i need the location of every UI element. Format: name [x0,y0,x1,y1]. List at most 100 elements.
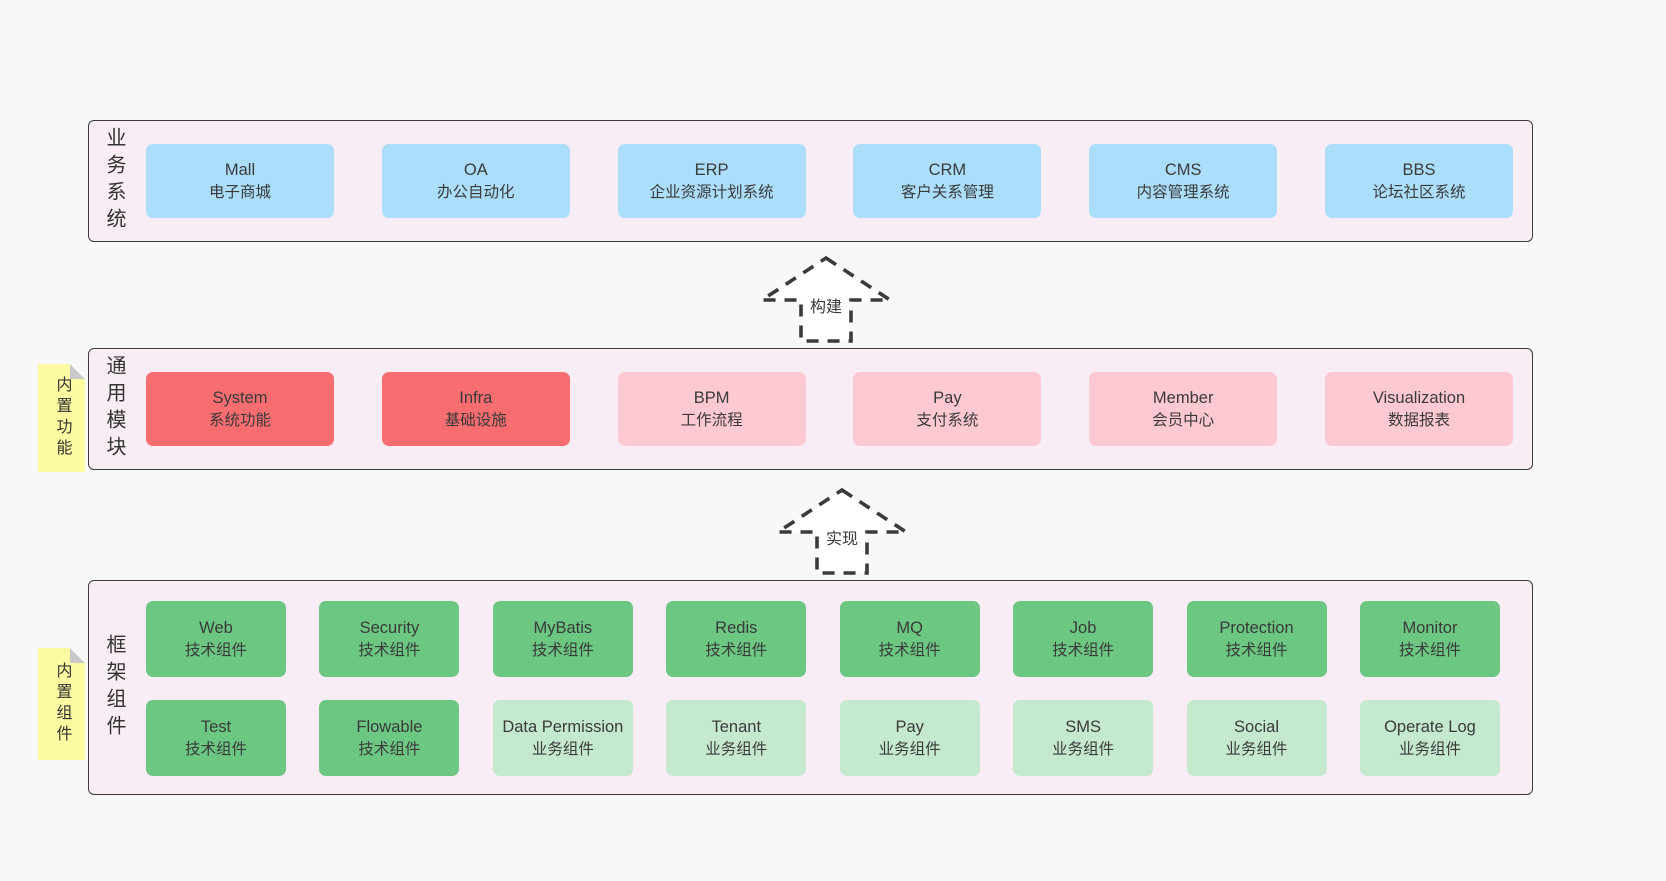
business-systems-row: Mall 电子商城 OA 办公自动化 ERP 企业资源计划系统 CRM 客户关系… [146,121,1513,241]
box-cms: CMS 内容管理系统 [1089,144,1278,218]
box-crm-name: CRM [928,160,967,179]
framework-components-row-1: Web 技术组件 Security 技术组件 MyBatis 技术组件 Redi… [146,601,1500,677]
box-oa: OA 办公自动化 [381,144,570,218]
box-bbs-desc: 论坛社区系统 [1372,183,1466,201]
common-modules-side-label: 通用模块 [103,355,125,463]
box-data-permission: Data Permission 业务组件 [492,700,633,776]
box-mall-desc: 电子商城 [208,183,271,201]
box-test-name: Test [200,717,232,736]
box-mall-name: Mall [224,160,256,179]
box-protection-desc: 技术组件 [1225,641,1288,659]
box-mq-desc: 技术组件 [878,641,941,659]
box-tenant-name: Tenant [711,717,762,736]
box-job-desc: 技术组件 [1052,641,1115,659]
box-erp-desc: 企业资源计划系统 [649,183,774,201]
common-modules-panel: 通用模块 System 系统功能 Infra 基础设施 BPM 工作流程 Pay… [88,348,1533,470]
box-sms-name: SMS [1065,717,1101,736]
box-monitor-name: Monitor [1402,618,1458,637]
business-systems-side-label: 业务系统 [103,127,125,235]
box-visualization-name: Visualization [1372,388,1466,407]
box-infra-desc: 基础设施 [444,411,507,429]
box-oa-desc: 办公自动化 [437,183,515,201]
box-redis-name: Redis [715,618,758,637]
box-security-name: Security [359,618,420,637]
implement-arrow: 实现 [771,487,913,577]
sticky-fold-corner-icon [70,364,85,379]
box-bbs-name: BBS [1402,160,1436,179]
box-pay-module-desc: 支付系统 [916,411,979,429]
builtin-components-sticky: 内置组件 [38,648,85,760]
box-cms-name: CMS [1164,160,1202,179]
box-mybatis: MyBatis 技术组件 [492,601,633,677]
framework-components-row-2: Test 技术组件 Flowable 技术组件 Data Permission … [146,700,1500,776]
box-pay-module: Pay 支付系统 [853,372,1042,446]
box-social: Social 业务组件 [1186,700,1327,776]
box-redis-desc: 技术组件 [705,641,768,659]
box-pay-component-desc: 业务组件 [878,740,941,758]
box-social-name: Social [1234,717,1279,736]
box-visualization-desc: 数据报表 [1387,411,1450,429]
box-infra: Infra 基础设施 [381,372,570,446]
framework-components-panel: 框架组件 Web 技术组件 Security 技术组件 MyBatis 技术组件… [88,580,1533,795]
box-job-name: Job [1069,618,1097,637]
build-arrow-label: 构建 [806,292,846,318]
box-job: Job 技术组件 [1013,601,1154,677]
box-test-desc: 技术组件 [184,740,247,758]
box-social-desc: 业务组件 [1225,740,1288,758]
box-flowable-desc: 技术组件 [358,740,421,758]
box-security: Security 技术组件 [319,601,460,677]
box-crm-desc: 客户关系管理 [900,183,994,201]
box-flowable: Flowable 技术组件 [319,700,460,776]
box-erp: ERP 企业资源计划系统 [617,144,806,218]
box-member-desc: 会员中心 [1152,411,1215,429]
box-test: Test 技术组件 [146,700,286,776]
box-pay-component-name: Pay [895,717,924,736]
box-bbs: BBS 论坛社区系统 [1324,144,1513,218]
box-bpm: BPM 工作流程 [617,372,806,446]
builtin-features-sticky-label: 内置功能 [53,376,71,460]
box-web-name: Web [199,618,233,637]
box-protection-name: Protection [1219,618,1294,637]
box-infra-name: Infra [459,388,493,407]
box-data-permission-desc: 业务组件 [531,740,594,758]
box-security-desc: 技术组件 [358,641,421,659]
box-system-name: System [212,388,268,407]
build-arrow: 构建 [755,255,897,345]
box-tenant-desc: 业务组件 [705,740,768,758]
box-system: System 系统功能 [146,372,334,446]
common-modules-row: System 系统功能 Infra 基础设施 BPM 工作流程 Pay 支付系统… [146,349,1513,469]
box-bpm-desc: 工作流程 [680,411,743,429]
box-bpm-name: BPM [693,388,730,407]
box-member: Member 会员中心 [1089,372,1278,446]
box-mq: MQ 技术组件 [839,601,980,677]
box-visualization: Visualization 数据报表 [1324,372,1513,446]
box-mybatis-name: MyBatis [533,618,593,637]
box-flowable-name: Flowable [356,717,423,736]
box-mall: Mall 电子商城 [146,144,334,218]
box-mq-name: MQ [896,618,923,637]
box-sms-desc: 业务组件 [1052,740,1115,758]
box-web-desc: 技术组件 [184,641,247,659]
box-system-desc: 系统功能 [208,411,271,429]
box-monitor-desc: 技术组件 [1398,641,1461,659]
box-web: Web 技术组件 [146,601,286,677]
box-tenant: Tenant 业务组件 [666,700,807,776]
box-redis: Redis 技术组件 [666,601,807,677]
box-operate-log: Operate Log 业务组件 [1359,700,1500,776]
box-mybatis-desc: 技术组件 [531,641,594,659]
box-pay-module-name: Pay [933,388,962,407]
box-crm: CRM 客户关系管理 [853,144,1042,218]
builtin-components-sticky-label: 内置组件 [53,662,71,746]
box-operate-log-name: Operate Log [1384,717,1476,736]
framework-components-side-label: 框架组件 [103,633,125,742]
box-data-permission-name: Data Permission [502,717,624,736]
implement-arrow-label: 实现 [822,524,862,550]
business-systems-panel: 业务系统 Mall 电子商城 OA 办公自动化 ERP 企业资源计划系统 CRM… [88,120,1533,242]
box-monitor: Monitor 技术组件 [1359,601,1500,677]
box-erp-name: ERP [694,160,729,179]
box-protection: Protection 技术组件 [1186,601,1327,677]
box-operate-log-desc: 业务组件 [1398,740,1461,758]
box-pay-component: Pay 业务组件 [839,700,980,776]
sticky-fold-corner-icon [70,648,85,663]
box-cms-desc: 内容管理系统 [1136,183,1230,201]
